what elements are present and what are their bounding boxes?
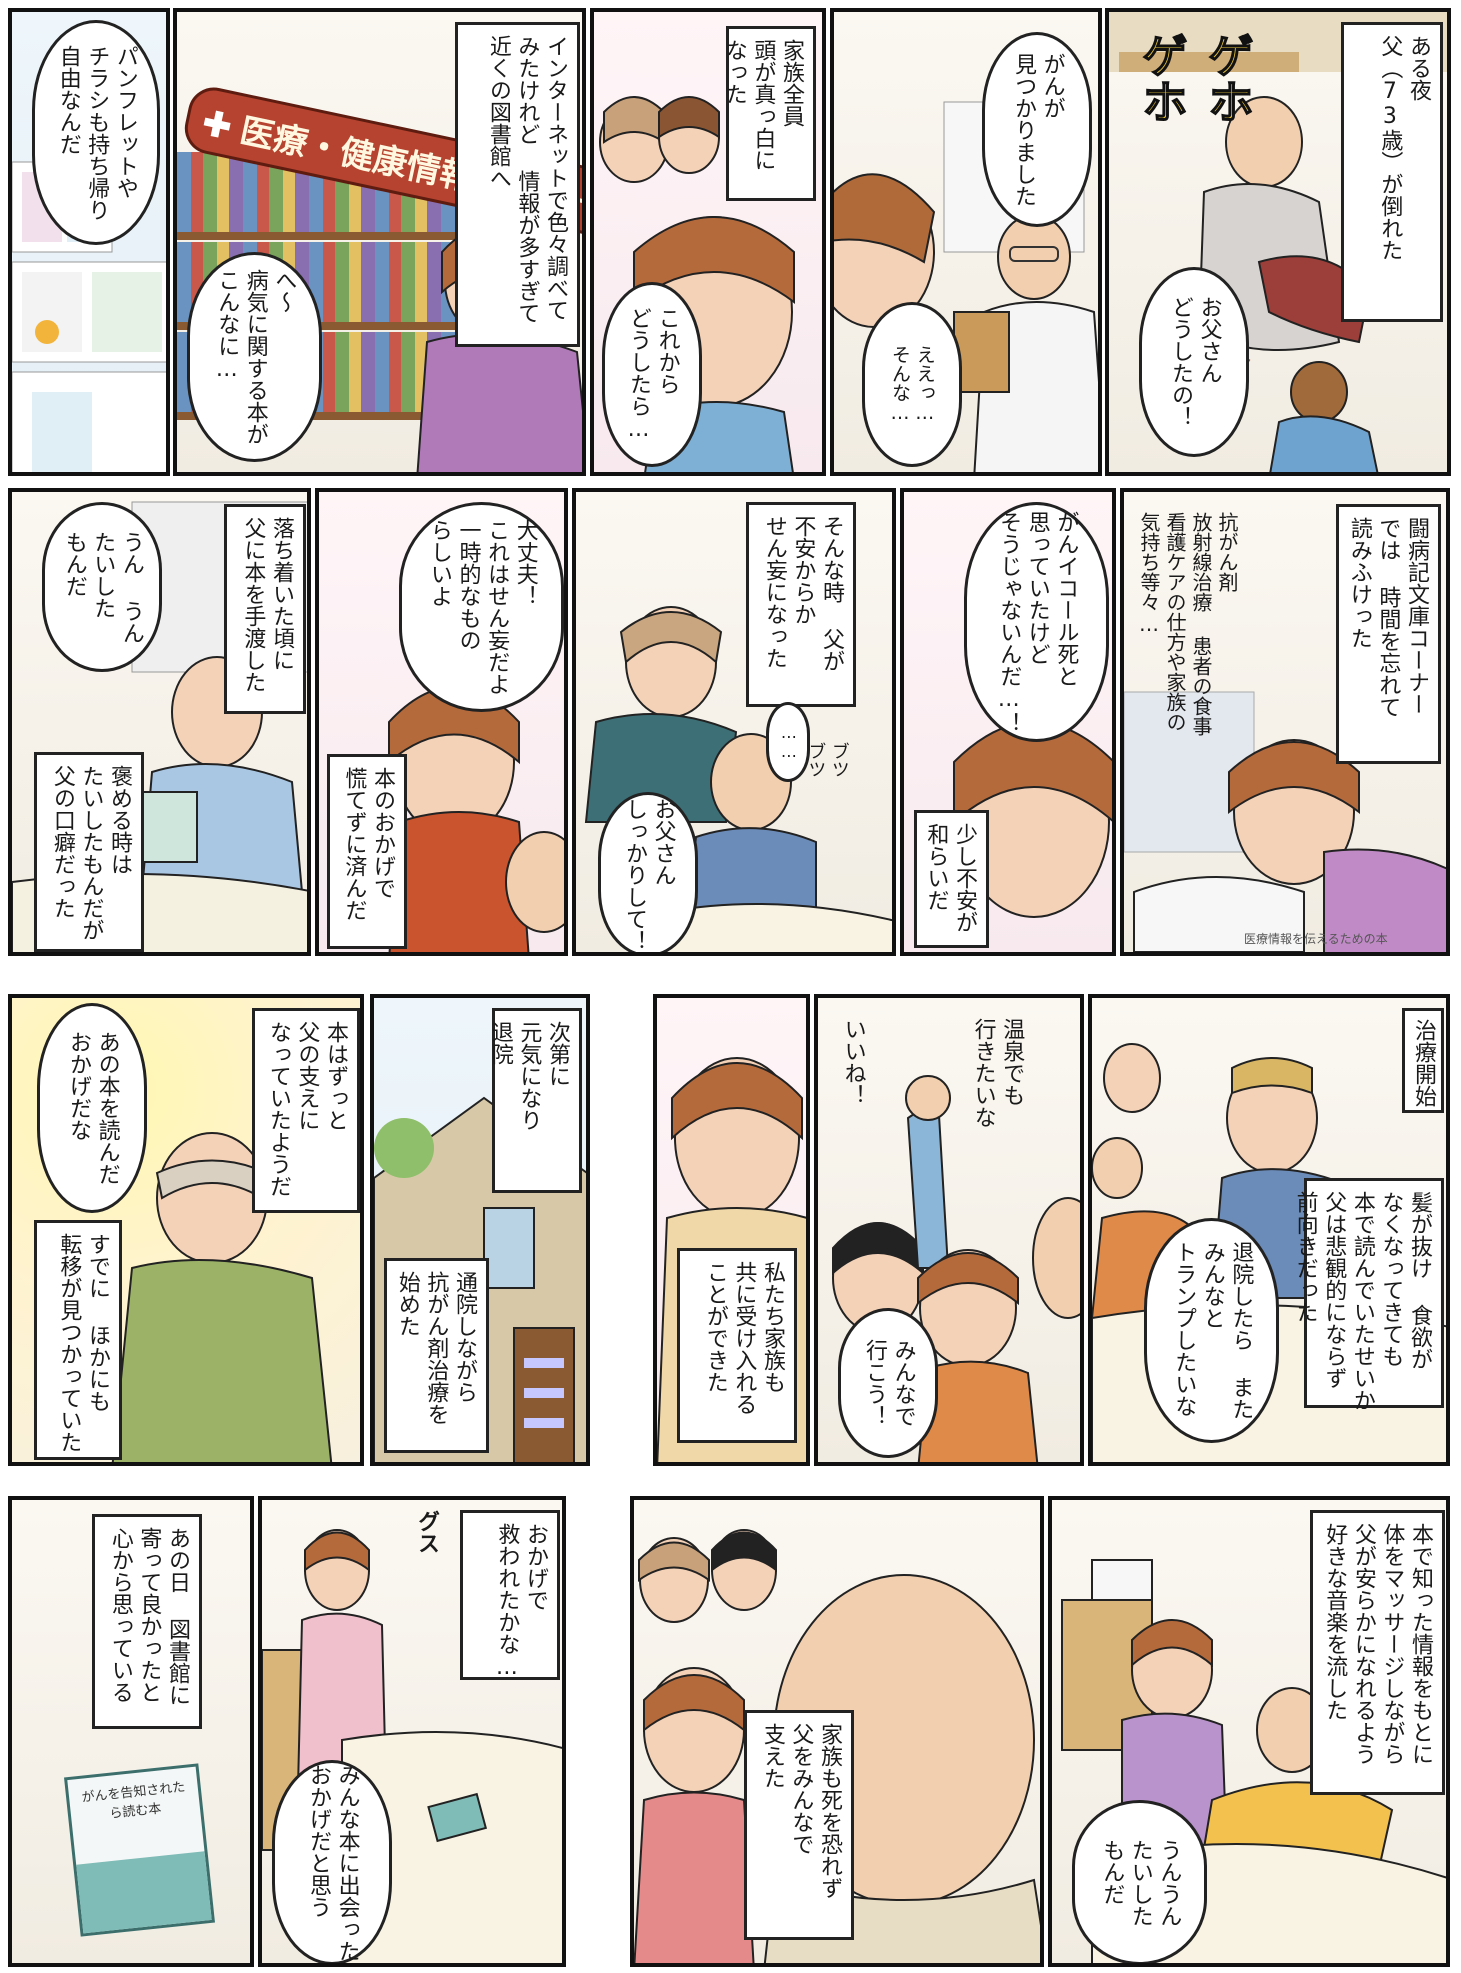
narration-box: 私たち家族も 共に受け入れる ことができた bbox=[677, 1248, 797, 1443]
speech-bubble: 退院したら また みんなと トランプしたいな bbox=[1144, 1218, 1279, 1443]
panel-6: 闘病記文庫コーナー では 時間を忘れて 読みふけった 抗がん剤 放射線治療 患者… bbox=[1120, 488, 1450, 956]
narration-box: インターネットで色々調べて みたけれど 情報が多すぎて 近くの図書館へ bbox=[455, 22, 580, 347]
speech-bubble: お父さん しっかりして！ bbox=[598, 792, 698, 952]
narration-box: 本で知った情報をもとに 体をマッサージしながら 父が安らかになれるよう 好きな音… bbox=[1310, 1510, 1445, 1795]
daughter-relieved-figure bbox=[953, 721, 1112, 918]
panel-11: 治療開始 髪が抜け 食欲が なくなってきても 本で読んでいたせいか 父は悲観的に… bbox=[1088, 994, 1450, 1466]
cough-sfx: ゲホ ゲホ bbox=[1134, 31, 1256, 125]
narration-box: ある夜 父（73歳）が倒れた bbox=[1341, 22, 1443, 322]
panel-12: 温泉でも 行きたいな いいね！ みんなで 行こう！ bbox=[814, 994, 1084, 1466]
speech-bubble: あの本を読んだ おかげだな bbox=[37, 1003, 147, 1213]
speech-bubble: がんが 見つかりました bbox=[982, 32, 1092, 227]
speech-bubble: みんなで 行こう！ bbox=[838, 1308, 938, 1458]
speech-bubble: これから どうしたら… bbox=[602, 282, 702, 467]
speech-text: 温泉でも 行きたいな bbox=[970, 1018, 1025, 1128]
narration-box: おかげで 救われたかな… bbox=[460, 1510, 560, 1680]
book-title: がんを告知されたら読む本 bbox=[80, 1779, 186, 1822]
narration-box: 家族全員 頭が真っ白に なった bbox=[722, 26, 816, 201]
narration-box: 少し不安が 和らいだ bbox=[914, 810, 989, 948]
panel-3: 家族全員 頭が真っ白に なった これから どうしたら… bbox=[590, 8, 826, 476]
speech-bubble: うんうん たいした もんだ bbox=[1072, 1800, 1207, 1963]
narration-box: すでに ほかにも 転移が見つかっていた bbox=[34, 1220, 122, 1460]
panel-7: がんイコール死と 思っていたけど そうじゃないんだ…！ 少し不安が 和らいだ bbox=[900, 488, 1116, 956]
daughter-reading-figure bbox=[1124, 691, 1446, 952]
daughter-reassuring-figure bbox=[388, 686, 564, 952]
narration-box: あの日 図書館に 寄って良かったと 心から思っている bbox=[92, 1514, 202, 1729]
panel-15: 本はずっと 父の支えに なっていたようだ あの本を読んだ おかげだな すでに ほ… bbox=[8, 994, 364, 1466]
thought-bubble: …… bbox=[766, 702, 810, 782]
panel-13: 私たち家族も 共に受け入れる ことができた bbox=[653, 994, 810, 1466]
narration-box: 家族も死を恐れず 父をみんなで 支えた bbox=[744, 1710, 854, 1940]
sniffle-sfx: グス bbox=[414, 1510, 439, 1554]
panel-1: ゲホ ゲホ ある夜 父（73歳）が倒れた お父さん どうしたの！ bbox=[1105, 8, 1451, 476]
book-cover: がんを告知されたら読む本 bbox=[64, 1763, 215, 1937]
panel-14: 次第に 元気になり 退院 通院しながら 抗がん剤治療を 始めた bbox=[370, 994, 590, 1466]
narration-box: 褒める時は たいしたもんだが 父の口癖だった bbox=[34, 752, 144, 952]
panel-2: がんが 見つかりました ええっ… そんな… bbox=[830, 8, 1102, 476]
narration-box: 次第に 元気になり 退院 bbox=[488, 1008, 582, 1193]
book-cover-stripe bbox=[76, 1850, 212, 1934]
speech-bubble: ええっ… そんな… bbox=[862, 302, 962, 467]
speech-bubble: 大丈夫！ これはせん妄だよ 一時的なもの らしいよ bbox=[399, 502, 564, 712]
narration-box: 本のおかげで 慌てずに済んだ bbox=[327, 754, 407, 949]
panel-16: 本で知った情報をもとに 体をマッサージしながら 父が安らかになれるよう 好きな音… bbox=[1048, 1496, 1450, 1967]
speech-bubble: がんイコール死と 思っていたけど そうじゃないんだ…！ bbox=[964, 502, 1109, 742]
panel-10: 落ち着いた頃に 父に本を手渡した うん うん たいした もんだ 褒める時は たい… bbox=[8, 488, 311, 956]
father-smiling-figure bbox=[111, 1132, 333, 1462]
speech-bubble: うん うん たいした もんだ bbox=[42, 502, 162, 672]
narration-box: 落ち着いた頃に 父に本を手渡した bbox=[224, 504, 306, 714]
panel-19: あの日 図書館に 寄って良かったと 心から思っている がんを告知されたら読む本 bbox=[8, 1496, 254, 1967]
speech-bubble: パンフレットや チラシも持ち帰り 自由なんだ bbox=[32, 20, 160, 245]
speech-bubble: へ〜 病気に関する本が こんなに… bbox=[187, 252, 322, 462]
speech-bubble: お父さん どうしたの！ bbox=[1139, 267, 1249, 457]
panel-5: パンフレットや チラシも持ち帰り 自由なんだ bbox=[8, 8, 170, 476]
narration-box: 本はずっと 父の支えに なっていたようだ bbox=[252, 1008, 360, 1213]
panel-4: ✚医療・健康情報コーナー インターネットで色々調べて みたけれど 情報が多すぎて… bbox=[173, 8, 586, 476]
narration-box: そんな時 父が 不安からか せん妄になった bbox=[746, 502, 856, 707]
family-cheering-figure bbox=[832, 1075, 1080, 1462]
speech-text: いいね！ bbox=[840, 1018, 866, 1106]
mumbling-sfx: ブツ ブツ bbox=[805, 742, 850, 778]
narration-box: 治療開始 bbox=[1402, 1008, 1444, 1113]
panel-17: 家族も死を恐れず 父をみんなで 支えた bbox=[630, 1496, 1044, 1967]
narration-box: 通院しながら 抗がん剤治療を 始めた bbox=[384, 1258, 489, 1453]
speech-bubble: みんな本に出会った おかげだと思う bbox=[272, 1760, 392, 1963]
narration-box: 闘病記文庫コーナー では 時間を忘れて 読みふけった bbox=[1336, 504, 1441, 764]
panel-9: 大丈夫！ これはせん妄だよ 一時的なもの らしいよ 本のおかげで 慌てずに済んだ bbox=[315, 488, 568, 956]
inner-thought-text: 抗がん剤 放射線治療 患者の食事 看護ケアの仕方や家族の 気持ち等々… bbox=[1137, 512, 1239, 736]
panel-8: そんな時 父が 不安からか せん妄になった ブツ ブツ …… お父さん しっかり… bbox=[572, 488, 896, 956]
book-page-text: 医療情報を伝えるための本 bbox=[1244, 932, 1388, 946]
narration-box: 髪が抜け 食欲が なくなってきても 本で読んでいたせいか 父は悲観的にならず 前… bbox=[1293, 1178, 1444, 1411]
panel-18: おかげで 救われたかな… グス みんな本に出会った おかげだと思う bbox=[258, 1496, 566, 1967]
medical-cross-icon: ✚ bbox=[198, 102, 235, 148]
